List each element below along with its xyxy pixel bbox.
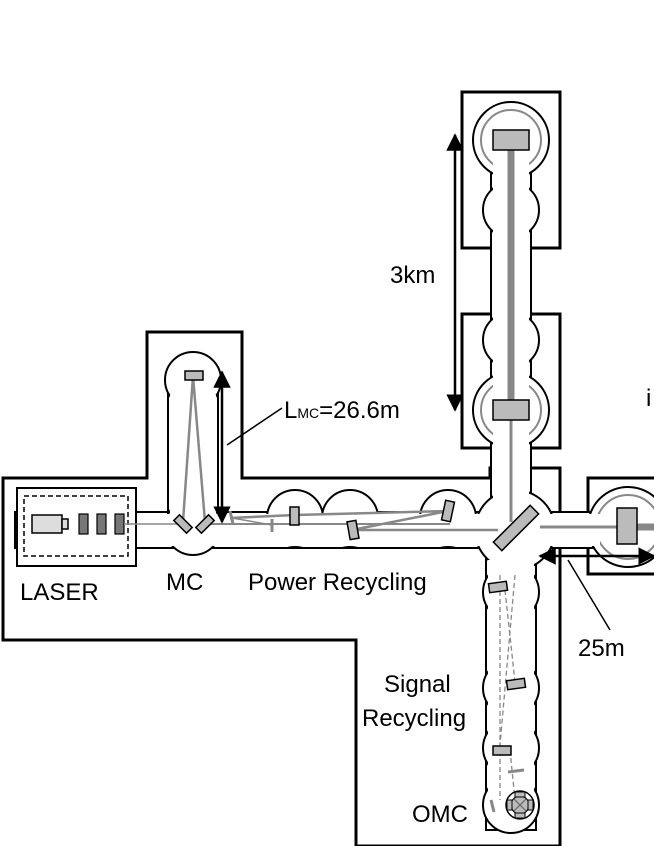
mc-length-value: =26.6m: [319, 397, 400, 424]
laser-optic-1: [78, 513, 89, 535]
mc-input-mirror-2: [194, 513, 216, 535]
mc-end-mirror: [184, 370, 204, 381]
power-recycling-label: Power Recycling: [248, 569, 427, 596]
cut-off-char: i: [646, 385, 651, 412]
sr-mirror-3: [492, 745, 512, 756]
arm-length-label: 3km: [390, 262, 435, 289]
recycling-label: Recycling: [362, 705, 466, 732]
signal-label: Signal: [384, 671, 451, 698]
sr-steering-mirror-2: [489, 799, 496, 813]
optics: [172, 129, 638, 756]
building-outline: [1, 90, 654, 846]
laser-optic-3: [114, 513, 125, 535]
omc-symbol: [505, 790, 535, 820]
east-input-mirror: [616, 507, 638, 545]
mc-input-mirror-1: [172, 513, 194, 535]
north-input-mirror: [492, 399, 530, 421]
mc-length-subscript: MC: [297, 405, 319, 421]
pr-mirror-1: [289, 506, 300, 526]
sr-mirror-2: [505, 677, 527, 691]
laser-enclosure: [16, 487, 137, 567]
text-labels: LASER MC Power Recycling Signal Recyclin…: [20, 262, 651, 828]
laser-optic-2: [96, 513, 107, 535]
sr-beam-2: [499, 574, 516, 746]
mc-label: MC: [166, 569, 203, 596]
sr-steering-mirror-1: [507, 768, 525, 774]
distance-label: 25m: [578, 635, 625, 662]
laser-label: LASER: [20, 579, 99, 606]
beam-splitter: [492, 504, 540, 552]
laser-nozzle: [61, 518, 69, 530]
north-end-mirror: [492, 129, 530, 151]
mc-length-leader: [226, 407, 283, 446]
sr-mirror-1: [487, 580, 509, 594]
mc-length-label: LMC=26.6m: [284, 397, 400, 424]
distance-leader: [567, 559, 611, 631]
dimension-markers: [213, 133, 654, 631]
mc-length-symbol: L: [284, 397, 297, 424]
omc-label: OMC: [412, 801, 468, 828]
pr-mirror-3: [440, 499, 456, 523]
laser-source: [31, 514, 63, 534]
pr-mirror-2: [346, 519, 360, 541]
